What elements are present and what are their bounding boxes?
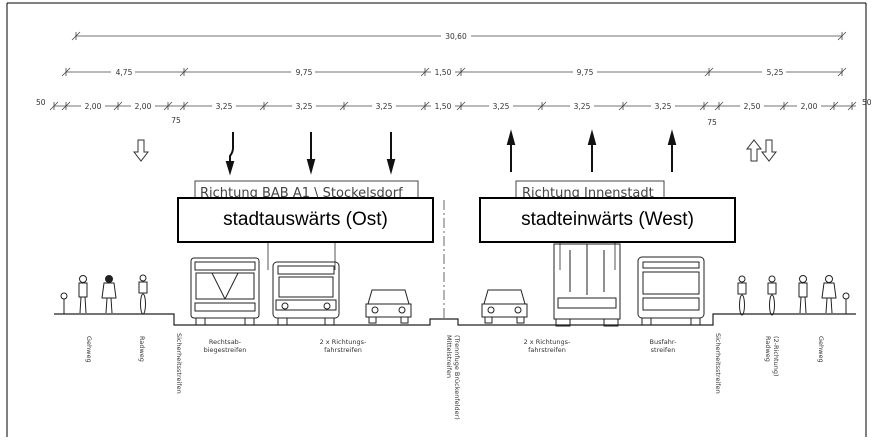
- label-bus-1: Busfahr-: [650, 338, 678, 346]
- arrow-down-outline-icon: [132, 139, 150, 162]
- label-richtung-right-1: 2 x Richtungs-: [524, 338, 571, 346]
- dim-lane-8: 3,25: [574, 102, 591, 111]
- parking-meter-left-icon: [60, 292, 68, 314]
- label-rechtsab-1: Rechtsab-: [209, 338, 242, 346]
- label-richtung-left-1: 2 x Richtungs-: [320, 338, 367, 346]
- callout-right: stadteinwärts (West): [479, 197, 736, 243]
- dim-lane-2: 2,00: [135, 102, 152, 111]
- label-radweg-right-2: (2-Richtung): [772, 336, 780, 376]
- dim-group-3: 1,50: [435, 68, 452, 77]
- dim-lane-7: 3,25: [493, 102, 510, 111]
- label-rechtsab-2: biegestreifen: [204, 346, 247, 354]
- dim-lane-4: 3,25: [296, 102, 313, 111]
- label-bus-2: streifen: [651, 346, 676, 354]
- arrow-down-left-turn-icon: [225, 132, 235, 176]
- arrow-down-icon: [306, 132, 316, 175]
- dim-group-5: 5,25: [767, 68, 784, 77]
- label-radweg-left: Radweg: [138, 336, 146, 362]
- bus-front-center-left: [272, 261, 340, 326]
- dim-lane-9: 3,25: [655, 102, 672, 111]
- arrow-up-icon: [506, 129, 516, 172]
- dim-overall: 30,60: [445, 32, 467, 41]
- dim-lane-5: 3,25: [376, 102, 393, 111]
- pedestrian-icon: [821, 275, 837, 314]
- dim-lane-11: 2,00: [801, 102, 818, 111]
- bus-front-left: [190, 257, 260, 326]
- label-gehweg-right: Gehweg: [817, 336, 825, 363]
- ground-profile: [54, 313, 856, 326]
- arrow-up-icon: [587, 129, 597, 172]
- cyclist-icon: [737, 275, 747, 316]
- car-front-left: [365, 289, 412, 324]
- arrow-down-icon: [386, 132, 396, 175]
- pedestrian-icon: [798, 275, 808, 314]
- dim-lane-10: 2,50: [744, 102, 761, 111]
- label-mittelstreifen-1: Mittelstreifen: [445, 335, 453, 378]
- label-sicherheit-left: Sicherheitsstreifen: [175, 333, 183, 394]
- label-richtung-left-2: fahrstreifen: [324, 346, 362, 354]
- dim-group-4: 9,75: [577, 68, 594, 77]
- label-gehweg-left: Gehweg: [85, 336, 93, 363]
- dim-minor-right: 75: [707, 118, 717, 127]
- label-radweg-right-1: Radweg: [764, 336, 772, 362]
- pedestrian-icon: [78, 275, 88, 314]
- dim-edge-left: 50: [36, 98, 46, 107]
- dim-lane-3: 3,25: [216, 102, 233, 111]
- bus-rear-right: [637, 256, 705, 326]
- callout-left: stadtauswärts (Ost): [177, 197, 434, 243]
- parking-meter-right-icon: [842, 292, 850, 314]
- dim-edge-right: 50: [862, 98, 872, 107]
- arrow-up-down-outline-icon: [745, 139, 778, 162]
- cyclist-icon: [767, 275, 777, 316]
- cyclist-icon: [138, 274, 148, 315]
- pedestrian-icon: [101, 275, 117, 314]
- dim-group-2: 9,75: [296, 68, 313, 77]
- label-richtung-right-2: fahrstreifen: [528, 346, 566, 354]
- label-sicherheit-right: Sicherheitsstreifen: [714, 333, 722, 394]
- car-front-right: [481, 289, 528, 324]
- arrow-up-icon: [667, 129, 677, 172]
- dim-group-1: 4,75: [116, 68, 133, 77]
- dim-lane-1: 2,00: [85, 102, 102, 111]
- dim-minor-left: 75: [171, 116, 181, 125]
- label-mittelstreifen-2: (Trennfuge Brückenfelder): [453, 335, 461, 420]
- sign-poles: [267, 243, 616, 270]
- dim-lane-6: 1,50: [435, 102, 452, 111]
- truck-rear: [553, 243, 621, 327]
